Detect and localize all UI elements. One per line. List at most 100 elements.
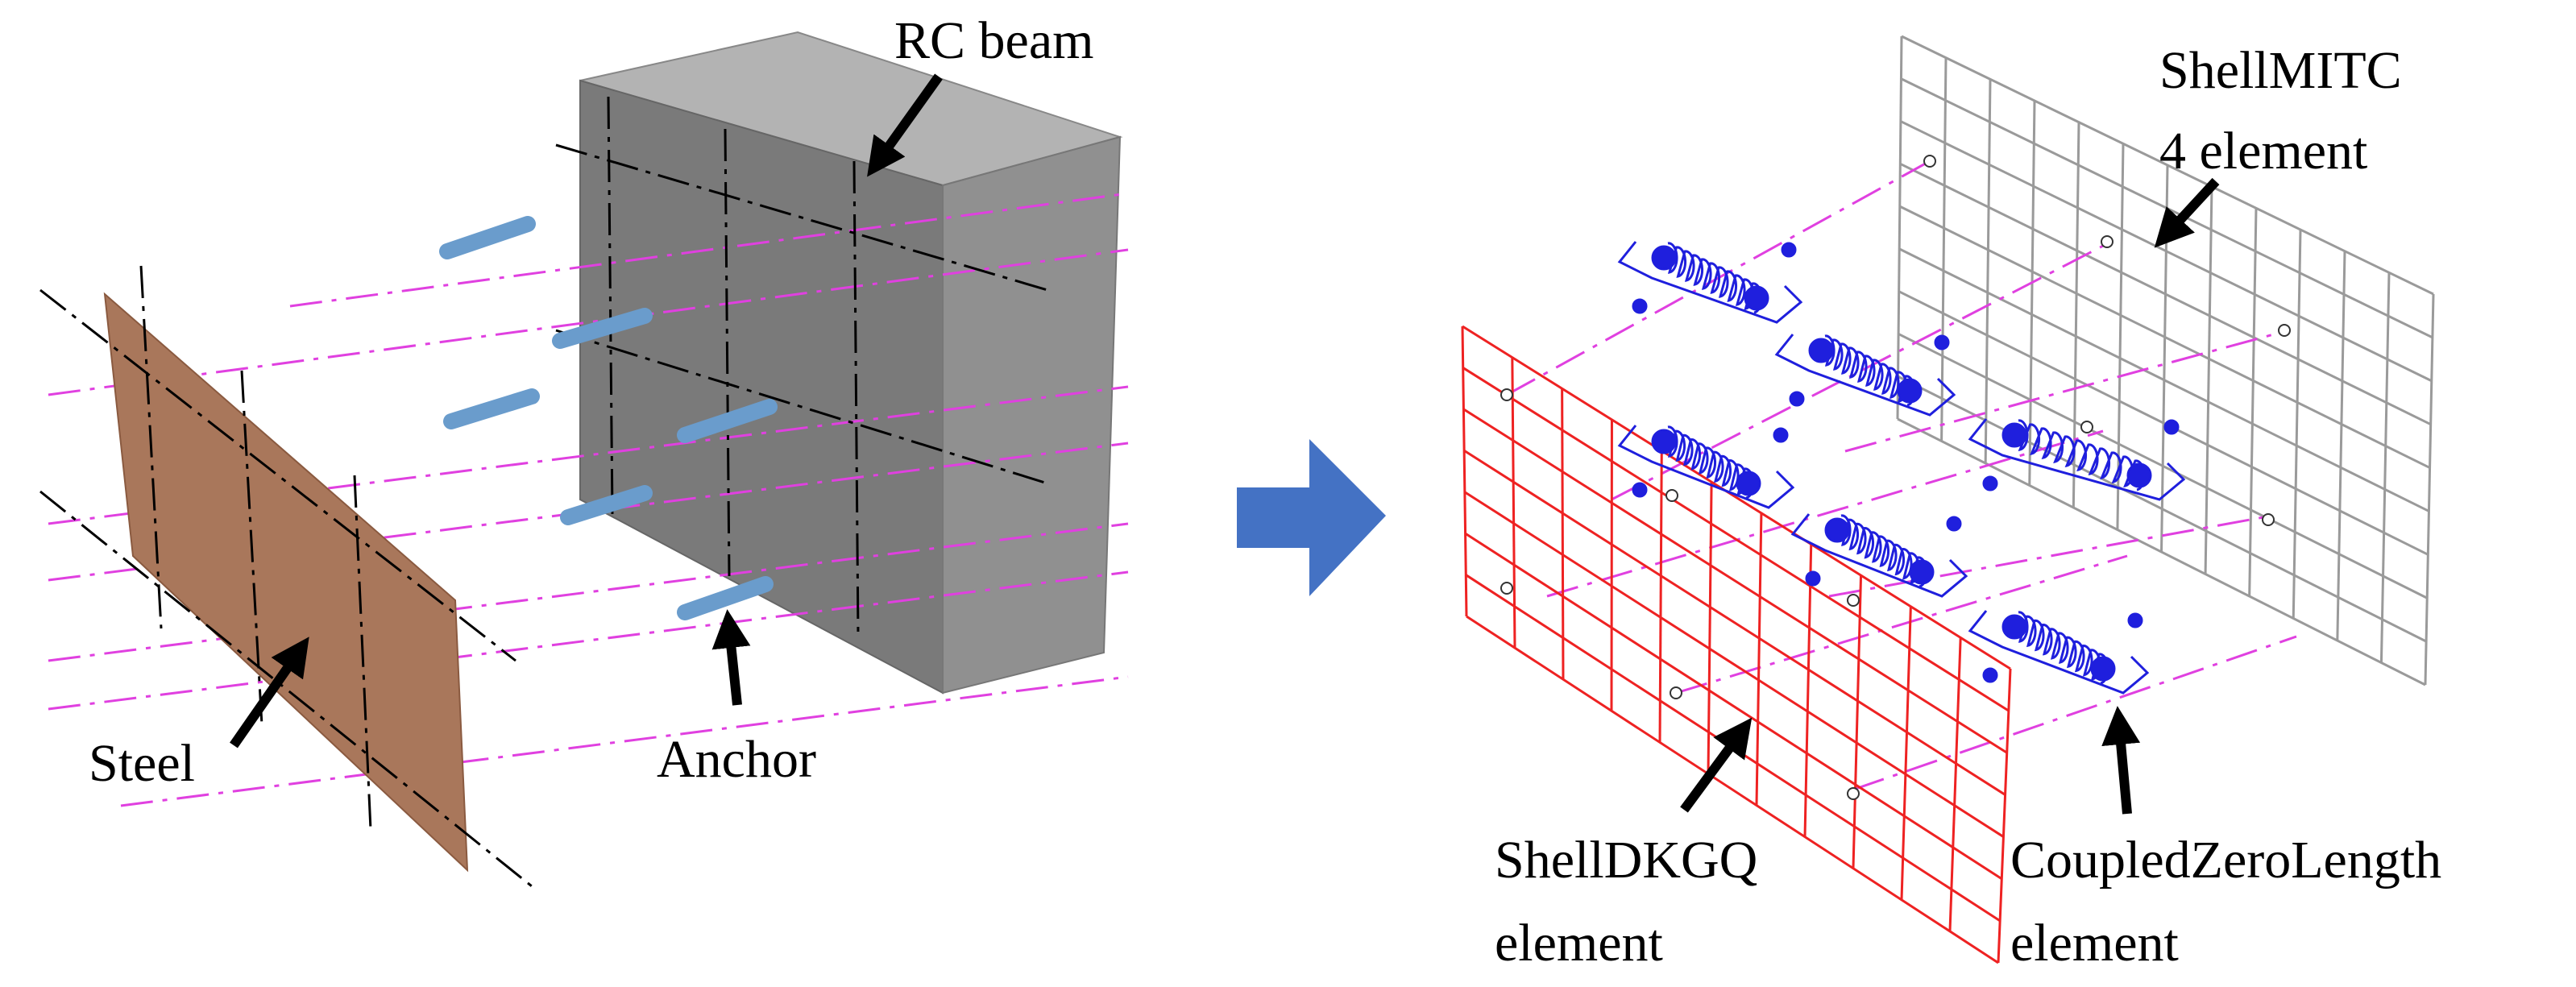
mesh-line <box>2292 229 2302 619</box>
spring-icon <box>1790 513 1968 598</box>
spring-bracket <box>1790 513 1968 598</box>
anchor-rod <box>560 485 653 525</box>
anchor-arrow-icon <box>711 609 751 706</box>
mesh-line <box>1898 290 2429 556</box>
mesh-line <box>1463 450 2006 796</box>
mesh-line <box>1464 491 2005 838</box>
shell-dkgq-label-line1: ShellDKGQ <box>1495 831 1758 890</box>
mesh-line <box>1462 367 2010 712</box>
mesh-line <box>1658 450 1663 743</box>
mesh-line <box>1900 77 2433 339</box>
shell-dkgq-arrow-icon <box>1680 717 1753 813</box>
coupled-zero-length-springs <box>1617 241 2186 695</box>
mesh-line <box>1755 512 1763 806</box>
mesh-line <box>1897 417 2426 686</box>
spring-node <box>2126 462 2152 488</box>
beam-grid-lines <box>555 96 1048 637</box>
coupled-label-line1: CoupledZeroLength <box>2010 831 2442 890</box>
spring-node <box>1632 298 1648 314</box>
shell-dkgq-label-line2: element <box>1495 914 1663 972</box>
spring-bracket <box>1774 334 1956 417</box>
shell-dkgq-mesh <box>1461 325 2012 964</box>
spring-bracket <box>1968 418 2186 501</box>
mesh-line <box>1462 408 2008 754</box>
rc-beam <box>579 31 1123 695</box>
spring-coil <box>2018 419 2146 491</box>
spring-coil <box>1824 334 1916 407</box>
spring-icon <box>1617 241 1803 324</box>
spring-node <box>1946 516 1962 532</box>
spring-node <box>1808 338 1834 363</box>
spring-node <box>1909 559 1935 585</box>
coupled-label-line2: element <box>2010 914 2179 972</box>
mesh-line <box>2072 122 2080 508</box>
spring-node <box>1982 667 1998 683</box>
mesh-line <box>1462 325 2011 670</box>
anchors <box>439 216 778 620</box>
spring-node <box>1773 427 1789 443</box>
mesh-line <box>2248 208 2258 597</box>
spring-coil <box>1667 242 1763 314</box>
spring-node <box>1651 429 1677 454</box>
spring-node <box>2001 614 2027 640</box>
shell-mitc-label-line2: 4 element <box>2159 122 2368 180</box>
spring-node <box>2127 612 2143 628</box>
mesh-line <box>1461 326 1468 617</box>
mesh-line <box>1898 247 2430 512</box>
steel-plate-face <box>103 292 469 873</box>
mesh-line <box>2028 100 2036 486</box>
shell-mitc-label-line1: ShellMITC <box>2159 41 2402 100</box>
mesh-line <box>1707 482 1713 774</box>
pointer-arrows <box>230 73 943 749</box>
mesh-line <box>1984 79 1992 464</box>
rc-beam-arrow-icon <box>867 73 943 177</box>
spring-bracket <box>1968 610 2150 695</box>
mesh-line <box>1900 606 1912 900</box>
spring-coil <box>1667 425 1755 500</box>
spring-coil <box>1840 514 1928 588</box>
mesh-line <box>1464 532 2003 880</box>
spring-node <box>1736 471 1761 496</box>
spring-icon <box>1968 418 2186 501</box>
spring-bracket <box>1617 425 1795 509</box>
anchor-rod <box>677 399 778 443</box>
spring-icon <box>1968 610 2150 695</box>
mesh-line <box>1948 637 1962 931</box>
coupled-arrow-icon <box>2101 706 2141 815</box>
anchor-rod <box>552 308 653 349</box>
mesh-line <box>2116 143 2125 530</box>
mesh-line <box>1803 544 1813 837</box>
spring-node <box>2163 419 2180 435</box>
spring-node <box>1744 285 1769 311</box>
mesh-line <box>1899 162 2432 426</box>
mesh-line <box>2336 251 2346 641</box>
spring-node <box>2001 422 2027 448</box>
spring-node <box>1897 378 1923 404</box>
rc-beam-side-face <box>942 135 1122 695</box>
mesh-line <box>1901 35 2434 296</box>
anchor-rod <box>439 216 536 259</box>
spring-node <box>1805 570 1821 587</box>
mesh-line <box>2204 186 2213 574</box>
steel-label: Steel <box>89 734 195 793</box>
spring-icon <box>1617 425 1795 509</box>
spring-node <box>1934 334 1950 350</box>
spring-bracket <box>1617 241 1803 324</box>
mesh-line <box>1561 388 1565 680</box>
mesh-line <box>1898 333 2428 599</box>
spring-node <box>1781 242 1797 258</box>
mesh-line <box>1466 615 1999 964</box>
mesh-line <box>1997 668 2012 964</box>
mesh-line <box>1899 205 2431 469</box>
anchor-rod <box>677 576 774 620</box>
spring-coil <box>2018 611 2109 685</box>
mesh-nodes <box>1500 155 2291 800</box>
shell-mitc-arrow-icon <box>2154 177 2220 248</box>
mesh-line <box>1900 120 2433 383</box>
mesh-line <box>1896 35 1903 420</box>
mesh-line <box>1940 57 1948 442</box>
mesh-line <box>1511 357 1516 649</box>
spring-node <box>1632 482 1648 498</box>
mesh-line <box>2424 293 2435 686</box>
